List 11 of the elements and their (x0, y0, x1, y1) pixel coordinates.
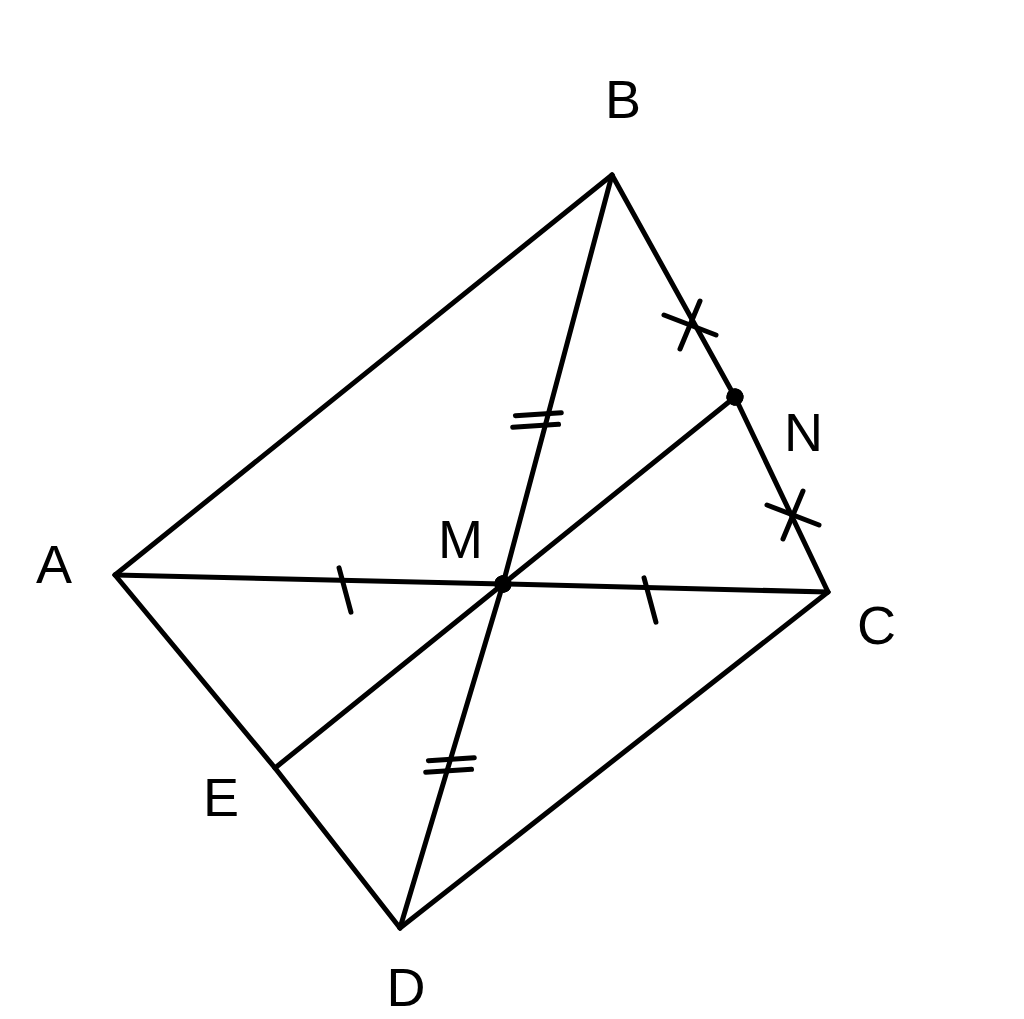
point-label: E (203, 768, 275, 824)
line-segment (397, 589, 831, 931)
point-label: B (595, 72, 651, 175)
point-label: N (735, 397, 823, 459)
point-label: A (36, 535, 115, 593)
point-label: M (438, 512, 503, 584)
line-segment (112, 572, 278, 771)
point-label: C (828, 592, 896, 652)
point-label: D (378, 928, 434, 1014)
line-segment (494, 388, 744, 593)
line-segment (272, 765, 403, 931)
